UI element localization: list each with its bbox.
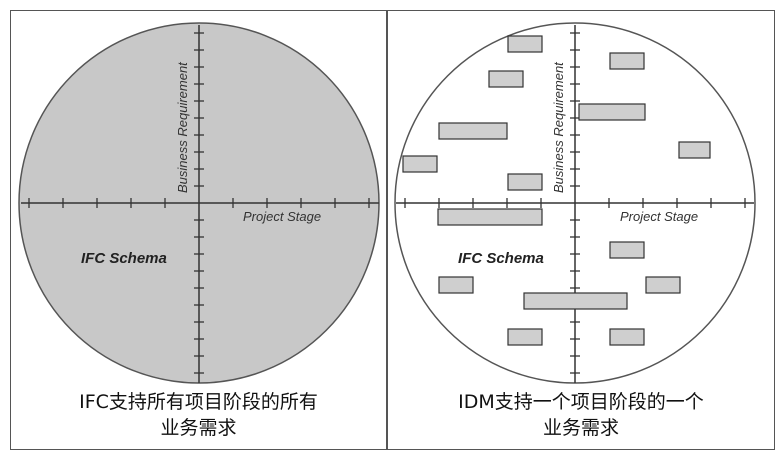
requirement-box [438,122,508,140]
requirement-box [523,292,628,310]
caption-line-2: 业务需求 [160,417,237,439]
requirement-box [507,173,543,191]
requirement-boxes [402,35,711,346]
caption-line-1: IDM支持一个项目阶段的一个 [458,391,704,413]
requirement-box [437,208,543,226]
requirement-box [609,52,645,70]
requirement-box [645,276,681,294]
x-axis-label: Project Stage [243,209,321,224]
requirement-box [488,70,524,88]
right-caption: IDM支持一个项目阶段的一个 业务需求 [388,389,774,441]
requirement-box [609,328,645,346]
schema-label: IFC Schema [81,250,167,267]
y-axis-label: Business Requirement [175,61,190,193]
caption-line-2: 业务需求 [542,417,619,439]
requirement-box [507,35,543,53]
requirement-box [402,155,438,173]
requirement-box [678,141,711,159]
right-panel: Project Stage Business Requirement IFC S… [387,10,775,450]
left-caption: IFC支持所有项目阶段的所有 业务需求 [11,389,386,441]
requirement-box [578,103,646,121]
left-panel: Project Stage Business Requirement IFC S… [10,10,387,450]
requirement-box [438,276,474,294]
idm-diagram: Project Stage Business Requirement IFC S… [394,22,756,384]
ifc-diagram: Project Stage Business Requirement IFC S… [18,22,380,384]
caption-line-1: IFC支持所有项目阶段的所有 [79,391,318,413]
requirement-box [507,328,543,346]
requirement-box [609,241,645,259]
y-axis-label: Business Requirement [551,61,566,193]
x-axis-label: Project Stage [620,209,698,224]
schema-label: IFC Schema [458,250,544,267]
axis-ticks [28,32,370,374]
